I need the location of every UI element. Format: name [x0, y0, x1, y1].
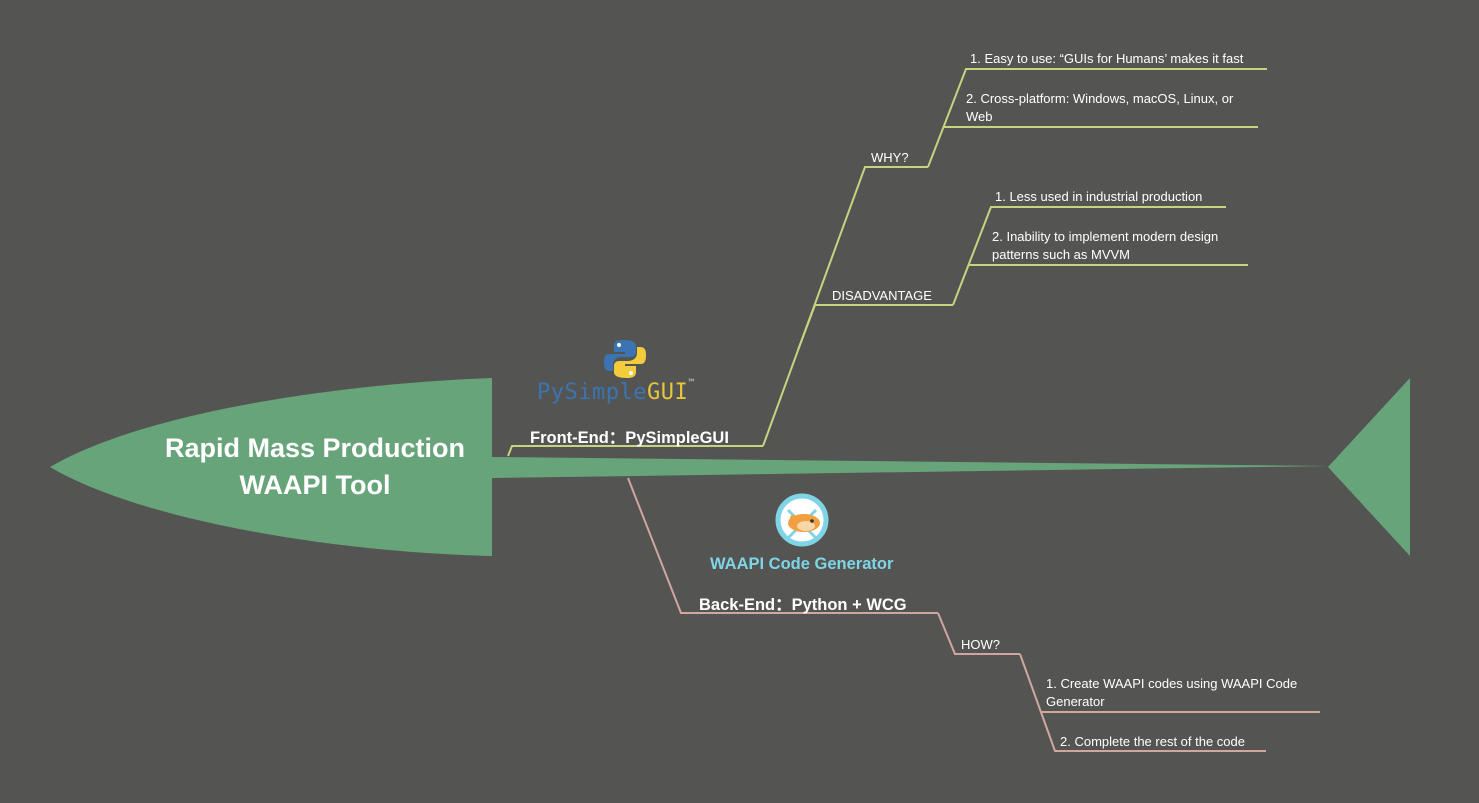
disadvantage-item-1-line — [952, 206, 1226, 306]
front-to-disadvantage-line — [797, 304, 953, 351]
how-item-1-line — [1019, 653, 1266, 752]
front-end-label: Front-End：PySimpleGUI — [530, 429, 729, 447]
disadvantage-item-2: 2. Inability to implement modern design … — [992, 229, 1219, 262]
back-to-how-line — [937, 612, 1020, 655]
why-item-1: 1. Easy to use: “GUIs for Humans’ makes … — [970, 51, 1244, 66]
front-end-connector — [507, 445, 763, 457]
why-item-1-line — [927, 68, 1267, 168]
front-to-why-line — [762, 166, 928, 447]
back-end-label: Back-End：Python + WCG — [699, 596, 907, 614]
how-item-1: 1. Create WAAPI codes using WAAPI Code G… — [1046, 676, 1298, 709]
why-item-2: 2. Cross-platform: Windows, macOS, Linux… — [966, 91, 1234, 124]
pysimplegui-logo-accent: GUI — [646, 380, 689, 405]
hamster-wheel-logo-icon — [775, 493, 829, 547]
pysimplegui-logo-main: PySimple — [537, 380, 647, 405]
central-title: Rapid Mass Production WAAPI Tool — [150, 430, 480, 504]
central-title-line-2: WAAPI Tool — [239, 470, 391, 500]
disadvantage-label: DISADVANTAGE — [832, 288, 932, 303]
why-label: WHY? — [871, 150, 909, 165]
central-title-line-1: Rapid Mass Production — [164, 433, 466, 463]
python-snake-logo-icon — [604, 340, 646, 378]
how-item-2: 2. Complete the rest of the code — [1060, 734, 1245, 749]
pysimplegui-logo-text: PySimpleGUI™ — [537, 378, 695, 405]
trademark-symbol: ™ — [688, 378, 695, 389]
how-label: HOW? — [961, 637, 1000, 652]
fish-tail — [1328, 378, 1410, 556]
wcg-logo-text: WAAPI Code Generator — [710, 555, 894, 573]
fish-spine — [492, 457, 1330, 478]
back-end-connector — [627, 477, 938, 614]
disadvantage-item-1: 1. Less used in industrial production — [995, 189, 1203, 204]
fish-head — [50, 378, 492, 556]
